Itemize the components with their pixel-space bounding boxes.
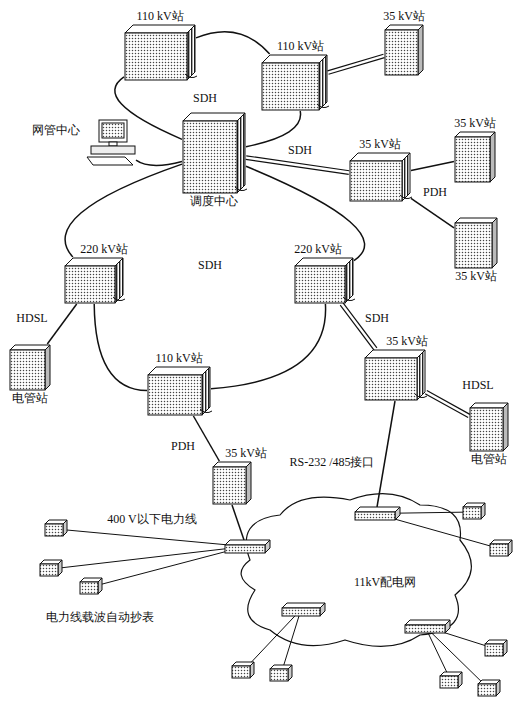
wire	[377, 401, 395, 507]
station-label: 35 kV站	[453, 117, 497, 130]
equipment-drawing	[10, 345, 50, 390]
link-line	[246, 156, 350, 174]
station-label: 220 kV站	[293, 243, 343, 256]
meter	[40, 560, 62, 576]
concentrator	[225, 540, 270, 553]
station-equipment: 35 kV站	[455, 132, 495, 182]
equipment-drawing	[385, 25, 423, 75]
annotation-label: SDH	[192, 92, 218, 105]
link-line	[246, 111, 301, 147]
link-label: PDH	[422, 186, 448, 199]
station-label: 电管站	[11, 392, 49, 405]
link-line	[246, 166, 365, 260]
station-label: 网管中心	[31, 124, 81, 137]
link-line	[411, 198, 454, 228]
meter	[440, 672, 462, 688]
link-line	[65, 164, 182, 257]
concentrator	[282, 603, 325, 616]
annotation-label: 电力线载波自动抄表	[45, 611, 155, 624]
station-equipment: 35 kV站	[350, 153, 410, 201]
link-line	[196, 32, 270, 54]
concentrator	[405, 620, 450, 633]
station-label: 电管站	[470, 453, 508, 466]
equipment-drawing	[65, 258, 123, 303]
station-equipment: 110 kV站	[148, 367, 210, 415]
station-equipment: 35 kV站	[365, 350, 425, 400]
station-equipment: 35 kV站	[385, 25, 423, 75]
equipment-drawing	[365, 350, 425, 400]
station-equipment: 电管站	[10, 345, 50, 390]
concentrator	[355, 507, 400, 520]
station-equipment: 220 kV站	[295, 258, 353, 303]
meter	[45, 520, 67, 536]
link-label: HDSL	[15, 312, 48, 325]
network-cloud	[241, 494, 471, 647]
station-label: 调度中心	[189, 195, 239, 208]
equipment-drawing	[350, 153, 410, 201]
station-label: 35 kV站	[224, 447, 268, 460]
link-line	[47, 304, 76, 344]
link-line	[94, 304, 147, 391]
meter	[478, 680, 500, 696]
link-line	[211, 304, 326, 389]
power-line	[56, 529, 245, 547]
link-line	[193, 416, 219, 461]
station-label: 35 kV站	[454, 270, 498, 283]
link-label: SDH	[287, 144, 313, 157]
equipment-drawing	[148, 367, 210, 415]
link-label: SDH	[364, 312, 390, 325]
meter	[270, 665, 292, 681]
equipment-drawing	[213, 462, 251, 504]
equipment-drawing	[470, 403, 508, 451]
link-line	[340, 303, 377, 350]
station-equipment: 35 kV站	[213, 462, 251, 504]
link-line	[136, 160, 182, 165]
wire	[232, 505, 244, 540]
equipment-drawing	[262, 55, 327, 110]
link-line	[411, 161, 454, 170]
computer-icon: 网管中心	[87, 120, 135, 165]
equipment-drawing	[455, 132, 495, 182]
power-line	[51, 547, 245, 570]
equipment-drawing	[183, 113, 245, 193]
link-label: PDH	[170, 440, 196, 453]
equipment-drawing	[455, 218, 497, 268]
annotation-label: RS-232 /485接口	[288, 456, 375, 469]
link-label: HDSL	[461, 379, 494, 392]
annotation-label: SDH	[197, 259, 223, 272]
station-equipment: 电管站	[470, 403, 508, 451]
annotation-label: 11kV配电网	[353, 576, 417, 589]
equipment-drawing	[87, 120, 135, 165]
meter	[490, 540, 512, 556]
equipment-drawing	[295, 258, 353, 303]
meter	[80, 578, 102, 594]
meter	[463, 503, 485, 519]
annotation-label: 400 V以下电力线	[106, 513, 197, 526]
power-line	[425, 627, 489, 690]
equipment-drawing	[125, 25, 195, 80]
station-equipment: 35 kV站	[455, 218, 497, 268]
power-line	[91, 547, 245, 588]
station-label: 35 kV站	[358, 138, 402, 151]
station-label: 35 kV站	[385, 335, 429, 348]
meter	[485, 640, 507, 656]
station-equipment: 220 kV站	[65, 258, 123, 303]
station-equipment: 110 kV站	[125, 25, 195, 80]
station-label: 35 kV站	[382, 10, 426, 23]
station-label: 110 kV站	[135, 10, 184, 23]
meter	[232, 662, 254, 678]
station-label: 220 kV站	[79, 243, 129, 256]
link-line	[327, 54, 384, 74]
station-label: 110 kV站	[276, 40, 325, 53]
station-label: 110 kV站	[154, 352, 203, 365]
station-equipment: 调度中心	[183, 113, 245, 193]
station-equipment: 110 kV站	[262, 55, 327, 110]
power-line	[281, 610, 301, 675]
link-line	[425, 391, 470, 418]
